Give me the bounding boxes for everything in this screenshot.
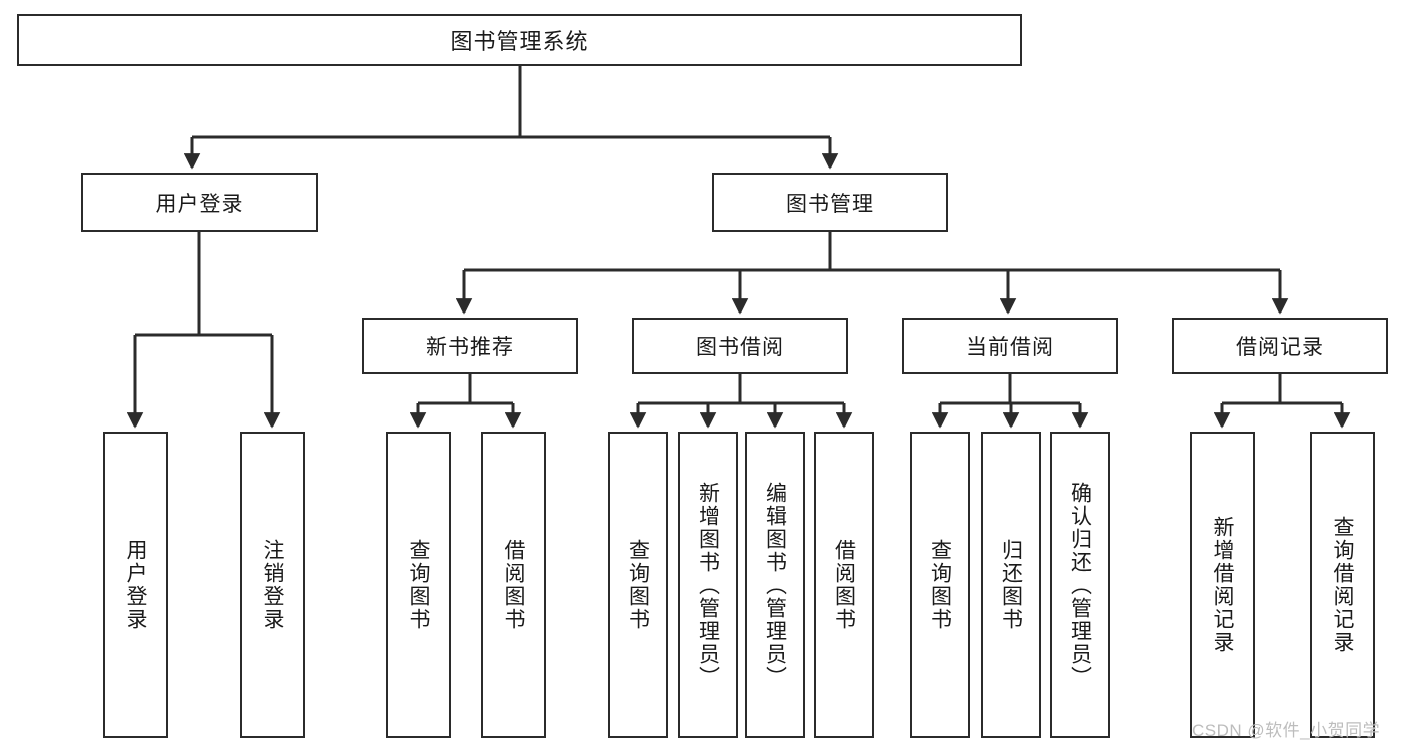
node-root-system[interactable]: 图书管理系统	[17, 14, 1022, 66]
node-leaf-edit-book[interactable]: 编辑图书（管理员）	[745, 432, 805, 738]
node-book-borrow[interactable]: 图书借阅	[632, 318, 848, 374]
csdn-watermark: CSDN @软件_小贺同学	[1192, 721, 1381, 740]
node-borrow-record-label: 借阅记录	[1236, 336, 1324, 359]
node-leaf-borrow-book-2-label: 借阅图书	[832, 539, 856, 631]
node-root-label: 图书管理系统	[450, 29, 589, 54]
node-leaf-confirm-return-label: 确认归还（管理员）	[1068, 481, 1092, 689]
node-leaf-query-book-3-label: 查询图书	[928, 539, 952, 631]
node-leaf-query-book-3[interactable]: 查询图书	[910, 432, 970, 738]
node-leaf-confirm-return[interactable]: 确认归还（管理员）	[1050, 432, 1110, 738]
node-book-manage[interactable]: 图书管理	[712, 173, 948, 232]
node-leaf-query-book-2[interactable]: 查询图书	[608, 432, 668, 738]
node-leaf-logout-login[interactable]: 注销登录	[240, 432, 305, 738]
node-current-borrow[interactable]: 当前借阅	[902, 318, 1118, 374]
node-user-login-label: 用户登录	[155, 192, 244, 216]
node-book-borrow-label: 图书借阅	[696, 336, 784, 359]
node-new-book-recommend[interactable]: 新书推荐	[362, 318, 578, 374]
node-leaf-user-login-label: 用户登录	[124, 539, 147, 631]
node-user-login[interactable]: 用户登录	[81, 173, 318, 232]
node-leaf-add-book[interactable]: 新增图书（管理员）	[678, 432, 738, 738]
node-leaf-query-borrow-record-label: 查询借阅记录	[1331, 516, 1354, 654]
node-leaf-query-book-1-label: 查询图书	[407, 539, 430, 631]
node-leaf-return-book-label: 归还图书	[999, 539, 1023, 631]
node-leaf-add-borrow-record-label: 新增借阅记录	[1211, 516, 1234, 654]
node-leaf-user-login[interactable]: 用户登录	[103, 432, 168, 738]
node-leaf-borrow-book-2[interactable]: 借阅图书	[814, 432, 874, 738]
node-leaf-add-borrow-record[interactable]: 新增借阅记录	[1190, 432, 1255, 738]
node-leaf-return-book[interactable]: 归还图书	[981, 432, 1041, 738]
node-leaf-borrow-book-1[interactable]: 借阅图书	[481, 432, 546, 738]
node-leaf-add-book-label: 新增图书（管理员）	[696, 481, 720, 689]
node-current-borrow-label: 当前借阅	[966, 336, 1054, 359]
node-leaf-query-book-2-label: 查询图书	[626, 539, 650, 631]
node-leaf-logout-login-label: 注销登录	[261, 539, 284, 631]
node-new-book-recommend-label: 新书推荐	[426, 336, 514, 359]
node-book-manage-label: 图书管理	[786, 192, 874, 216]
node-leaf-borrow-book-1-label: 借阅图书	[502, 539, 525, 631]
node-leaf-edit-book-label: 编辑图书（管理员）	[763, 481, 787, 689]
node-borrow-record[interactable]: 借阅记录	[1172, 318, 1388, 374]
node-leaf-query-book-1[interactable]: 查询图书	[386, 432, 451, 738]
node-leaf-query-borrow-record[interactable]: 查询借阅记录	[1310, 432, 1375, 738]
